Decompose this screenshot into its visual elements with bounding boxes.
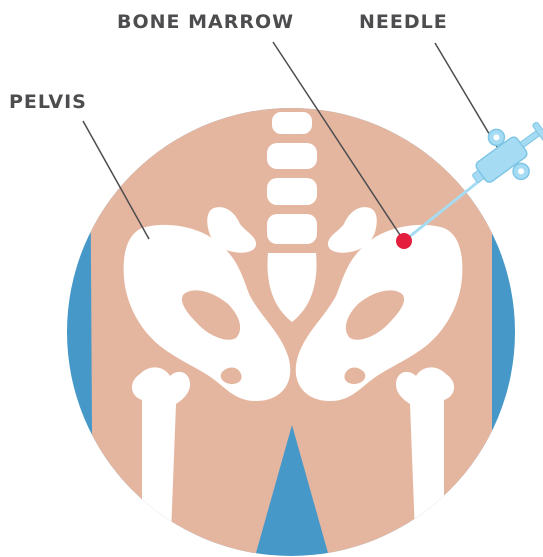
needle-label: NEEDLE xyxy=(359,11,448,33)
bone-marrow-label: BONE MARROW xyxy=(117,11,294,33)
pelvis-label: PELVIS xyxy=(9,91,87,113)
bone-marrow-marker-icon xyxy=(396,233,412,249)
spine xyxy=(267,112,317,322)
body-circle xyxy=(60,100,530,557)
needle-leader-line xyxy=(435,43,497,147)
